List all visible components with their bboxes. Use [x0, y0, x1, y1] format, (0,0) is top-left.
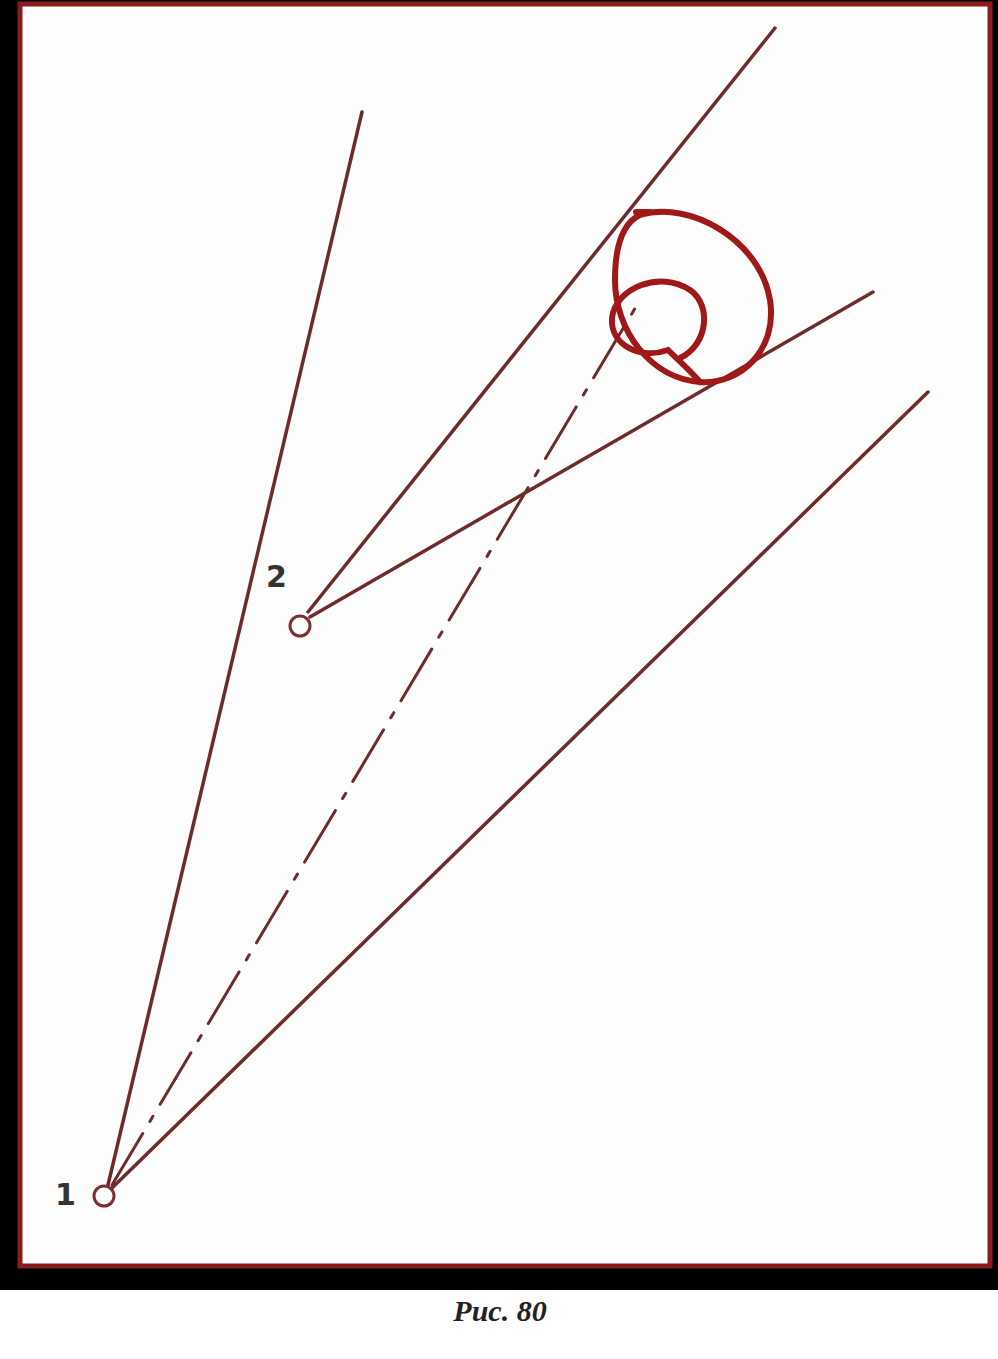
point-marker	[290, 616, 310, 636]
dark-edge	[0, 0, 998, 1290]
sight-line	[310, 292, 873, 617]
sight-line	[108, 112, 362, 1185]
target-tick	[636, 209, 650, 215]
dash-dot-axis	[112, 300, 640, 1185]
target-outline	[615, 212, 771, 382]
figure-caption: Рис. 80	[453, 1296, 546, 1326]
sight-line	[112, 392, 928, 1188]
frame	[20, 4, 990, 1266]
target-inner	[612, 282, 704, 382]
point-number: 2	[266, 562, 287, 592]
sight-line	[308, 28, 775, 612]
point-number: 1	[55, 1180, 76, 1210]
point-marker	[94, 1186, 114, 1206]
